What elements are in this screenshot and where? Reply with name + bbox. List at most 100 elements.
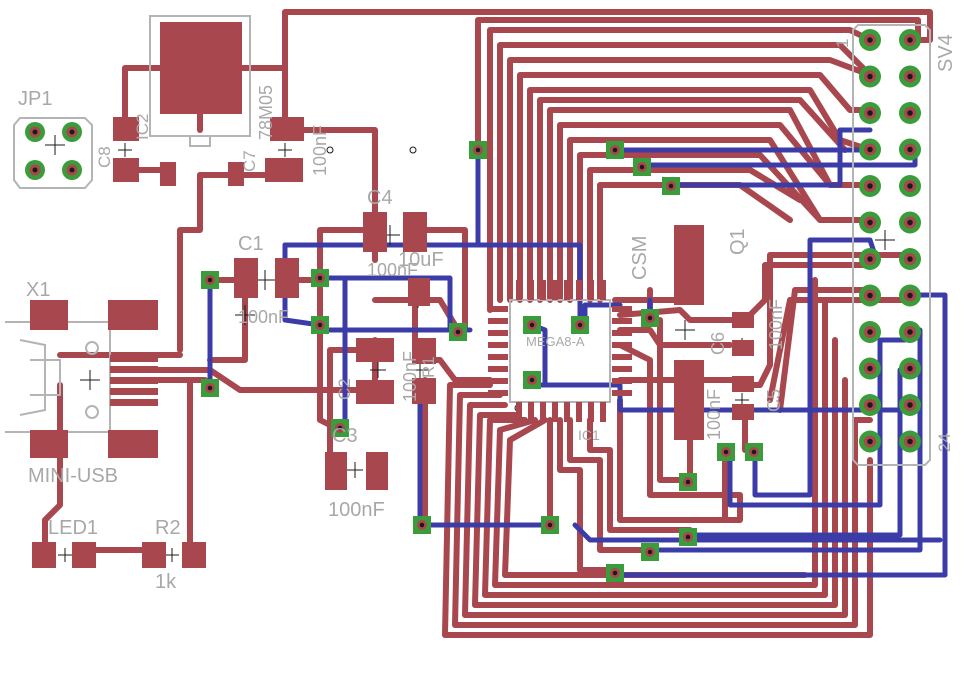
- sv4-pin-1: [859, 29, 881, 51]
- label-c2-value: 100nF: [400, 351, 420, 402]
- c2-pad-1: [356, 338, 394, 362]
- sv4-pin-6: [899, 102, 921, 124]
- c1-pad-1: [234, 258, 258, 298]
- led1-pad-1: [32, 542, 56, 568]
- c6-pad-2: [732, 340, 754, 356]
- via-18: [717, 443, 735, 461]
- label-c4-value-2: 100nF: [367, 260, 418, 280]
- sv4-pin-18: [899, 321, 921, 343]
- via-10: [523, 316, 541, 334]
- usb-shield-pad-2: [108, 300, 158, 330]
- via-3: [633, 158, 651, 176]
- label-ic2: IC2: [133, 114, 152, 140]
- c1-pad-2: [275, 258, 299, 298]
- sv4-pin-2: [899, 29, 921, 51]
- sv4-pin-11: [859, 211, 881, 234]
- mcu-outline: [509, 299, 611, 403]
- regulator-tab-outline: [189, 135, 211, 147]
- via-2: [606, 141, 624, 159]
- via-14: [331, 419, 349, 437]
- usb-shield-pad-1: [30, 300, 68, 330]
- sv4-pin-10: [899, 175, 921, 197]
- csm-pad-1: [674, 225, 704, 305]
- via-20: [679, 528, 697, 546]
- c3-pad-1: [325, 452, 347, 490]
- sv4-pin-4: [899, 65, 921, 88]
- label-c5-value: 100nF: [704, 389, 724, 440]
- label-c7-value: 100nF: [310, 125, 330, 176]
- usb-pin-1: [110, 355, 158, 362]
- smd-pads: [30, 22, 754, 568]
- c3-pad-2: [366, 452, 388, 490]
- sv4-pin-23: [859, 430, 881, 453]
- label-c2: C2: [335, 378, 354, 400]
- sv4-pin-7: [859, 138, 881, 161]
- sv4-pin-20: [899, 357, 921, 380]
- sv4-pin-13: [859, 248, 881, 270]
- c4-pad-1: [363, 212, 387, 252]
- label-r1: R1: [419, 356, 438, 378]
- sv4-pin-15: [859, 284, 881, 307]
- c7-pad-2: [265, 158, 303, 182]
- label-c6-value: 100nF: [766, 299, 786, 350]
- via-22: [606, 564, 624, 582]
- label-ic1: IC1: [578, 427, 600, 443]
- label-sv4-pin1: 1: [833, 39, 852, 48]
- label-c7: C7: [240, 150, 259, 172]
- label-c8: C8: [95, 146, 114, 168]
- c7-pad-3: [228, 162, 244, 186]
- c5-pad-2: [732, 404, 754, 420]
- label-q1: Q1: [727, 228, 749, 255]
- usb-shield-pad-3: [30, 430, 68, 458]
- usb-pin-4: [110, 388, 158, 395]
- c4-pad-2: [403, 212, 427, 252]
- r1-pad-2: [412, 378, 436, 404]
- usb-pin-5: [110, 399, 158, 406]
- jp1-pin-2: [62, 122, 82, 142]
- mcu-pins: [488, 280, 632, 422]
- label-mcu: MEGA8-A: [526, 334, 585, 349]
- sv4-pin-8: [899, 138, 921, 161]
- jp1-pin-4: [62, 160, 82, 180]
- label-c1: C1: [238, 233, 264, 255]
- via-15: [413, 516, 431, 534]
- c6-pad-1: [732, 312, 754, 328]
- sv4-pin-22: [899, 394, 921, 416]
- label-c3: C3: [332, 425, 358, 447]
- sv4-pin-9: [859, 175, 881, 197]
- jp1-pin-1: [25, 122, 45, 142]
- via-11: [571, 316, 589, 334]
- led1-pad-2: [72, 542, 96, 568]
- label-jp1: JP1: [18, 88, 52, 110]
- sv4-pin-3: [859, 65, 881, 88]
- sv4-pin-5: [859, 102, 881, 124]
- label-c6: C6: [708, 332, 728, 355]
- label-r2-value: 1k: [155, 571, 177, 593]
- jp1-outline: [13, 117, 93, 189]
- labels: JP1 C8 IC2 78M05 C7 100nF C4 10uF C1 100…: [18, 34, 957, 593]
- sv4-pin-19: [859, 357, 881, 380]
- ic2-pad-2: [113, 158, 139, 182]
- sv4-pin-16: [899, 284, 921, 307]
- vias: [201, 141, 763, 582]
- r1-pad-1: [412, 338, 436, 364]
- sv4-pin-12: [899, 211, 921, 234]
- via-8: [201, 379, 219, 397]
- label-sv4-pin24: 24: [935, 433, 954, 452]
- sv4-pin-24: [899, 430, 921, 453]
- via-21: [641, 543, 659, 561]
- ic2-pad-3: [160, 162, 176, 186]
- c5-pad-1: [732, 376, 754, 392]
- sv4-pin-14: [899, 248, 921, 270]
- label-led1: LED1: [48, 517, 98, 539]
- via-17: [679, 473, 697, 491]
- label-sv4: SV4: [935, 34, 957, 72]
- via-4: [662, 177, 680, 195]
- r2-pad-1: [142, 542, 166, 568]
- jp1-pin-3: [25, 160, 45, 180]
- usb-pin-3: [110, 377, 158, 384]
- usb-shield-pad-4: [108, 430, 158, 458]
- via-19: [745, 443, 763, 461]
- r2-pad-2: [182, 542, 206, 568]
